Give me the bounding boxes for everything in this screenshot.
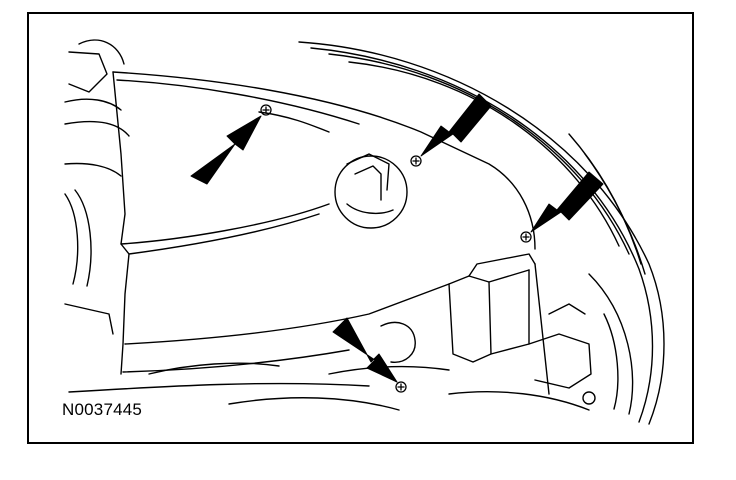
callout-arrows	[190, 93, 604, 383]
arrow-upper-middle	[420, 93, 492, 157]
lower-contours	[68, 362, 596, 411]
line-drawing	[64, 39, 665, 425]
arrow-lower	[332, 317, 398, 383]
upper-left-fastener	[260, 104, 272, 116]
outer-trim-arcs	[298, 41, 665, 425]
lower-bracket	[328, 253, 592, 395]
upper-left-structure	[64, 39, 130, 335]
arrow-upper-left	[190, 115, 262, 185]
right-fastener	[520, 231, 532, 243]
upper-middle-fastener	[410, 155, 422, 167]
access-opening	[334, 153, 408, 229]
fasteners	[260, 104, 532, 393]
trim-panel	[112, 71, 536, 375]
diagram-frame: N0037445	[27, 12, 694, 444]
figure-id-label: N0037445	[60, 400, 145, 420]
arrow-right	[530, 171, 604, 233]
lower-fastener	[395, 381, 407, 393]
